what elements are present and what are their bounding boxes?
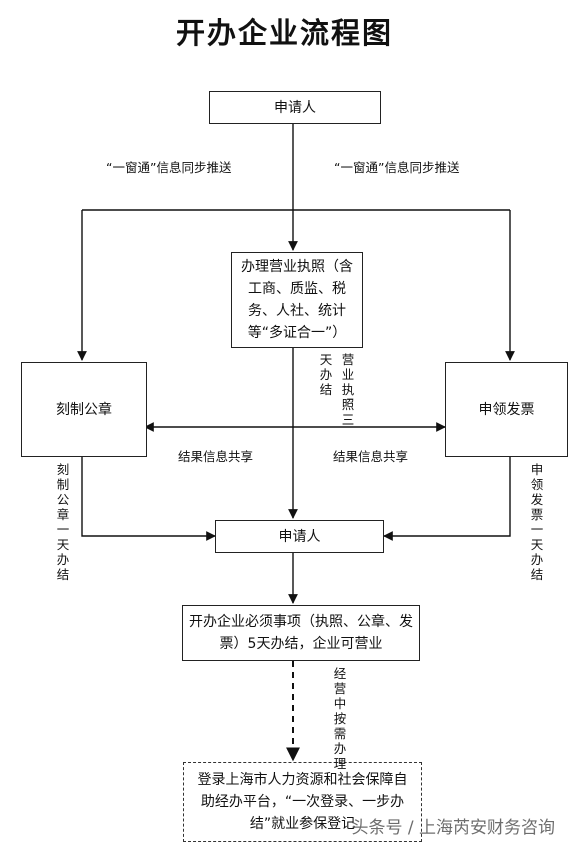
- node-applicant-top: 申请人: [209, 91, 381, 124]
- edge-seal-to-applicant: [81, 457, 216, 541]
- node-business-license: 办理营业执照（含工商、质监、税务、人社、统计等“多证合一”）: [231, 252, 363, 348]
- node-essentials: 开办企业必须事项（执照、公章、发票）5天办结，企业可营业: [182, 605, 420, 661]
- label-license-days-a: 营业执照三: [341, 352, 355, 427]
- watermark: 头条号 / 上海芮安财务咨询: [351, 818, 555, 838]
- label-license-days-b: 天办结: [319, 352, 333, 397]
- label-share-right: 结果信息共享: [333, 449, 409, 464]
- node-applicant-mid: 申请人: [215, 520, 384, 553]
- label-invoice-days: 申领发票一天办结: [530, 462, 544, 582]
- label-window-left: “一窗通”信息同步推送: [106, 160, 232, 175]
- edge-invoice-to-applicant: [383, 457, 511, 541]
- label-on-demand: 经营中按需办理: [333, 666, 347, 771]
- node-seal: 刻制公章: [21, 362, 147, 457]
- label-window-right: “一窗通”信息同步推送: [334, 160, 460, 175]
- node-hr-registration: 登录上海市人力资源和社会保障自助经办平台，“一次登录、一步办结”就业参保登记: [183, 762, 422, 842]
- page-title: 开办企业流程图: [175, 16, 393, 50]
- label-seal-days: 刻制公章一天办结: [56, 462, 70, 582]
- node-invoice: 申领发票: [445, 362, 568, 457]
- label-share-left: 结果信息共享: [178, 449, 254, 464]
